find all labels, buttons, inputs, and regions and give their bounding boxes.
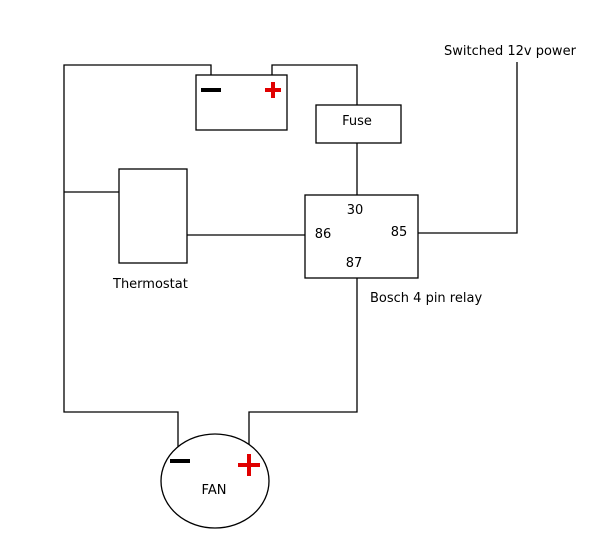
- relay-pin-85-label: 85: [391, 225, 408, 240]
- wire-relay-87-to-fan-positive: [248, 278, 358, 447]
- relay-pin-30-label: 30: [347, 203, 364, 218]
- fan-label: FAN: [202, 483, 227, 498]
- fuse-box: [315, 104, 402, 144]
- battery: [195, 74, 288, 131]
- relay-name-label: Bosch 4 pin relay: [370, 291, 482, 306]
- wire-battery-positive-to-fuse: [271, 64, 358, 105]
- wire-relay-85-to-switched-power: [418, 62, 518, 234]
- wire-battery-negative-loop: [63, 64, 212, 447]
- fan-positive-icon: [238, 454, 260, 476]
- relay-pin-86-label: 86: [315, 227, 332, 242]
- fan-negative-icon: [170, 459, 190, 463]
- switched-power-label: Switched 12v power: [444, 44, 577, 59]
- thermostat-box: [118, 168, 188, 264]
- relay-box: [304, 194, 419, 279]
- fan-circle: [160, 433, 270, 529]
- fuse-label: Fuse: [342, 114, 372, 129]
- thermostat-label: Thermostat: [112, 277, 188, 292]
- battery-negative-icon: [201, 88, 221, 92]
- fan: FAN: [160, 433, 270, 529]
- battery-positive-icon: [265, 82, 281, 98]
- relay-pin-87-label: 87: [346, 256, 363, 271]
- wires: [63, 62, 518, 447]
